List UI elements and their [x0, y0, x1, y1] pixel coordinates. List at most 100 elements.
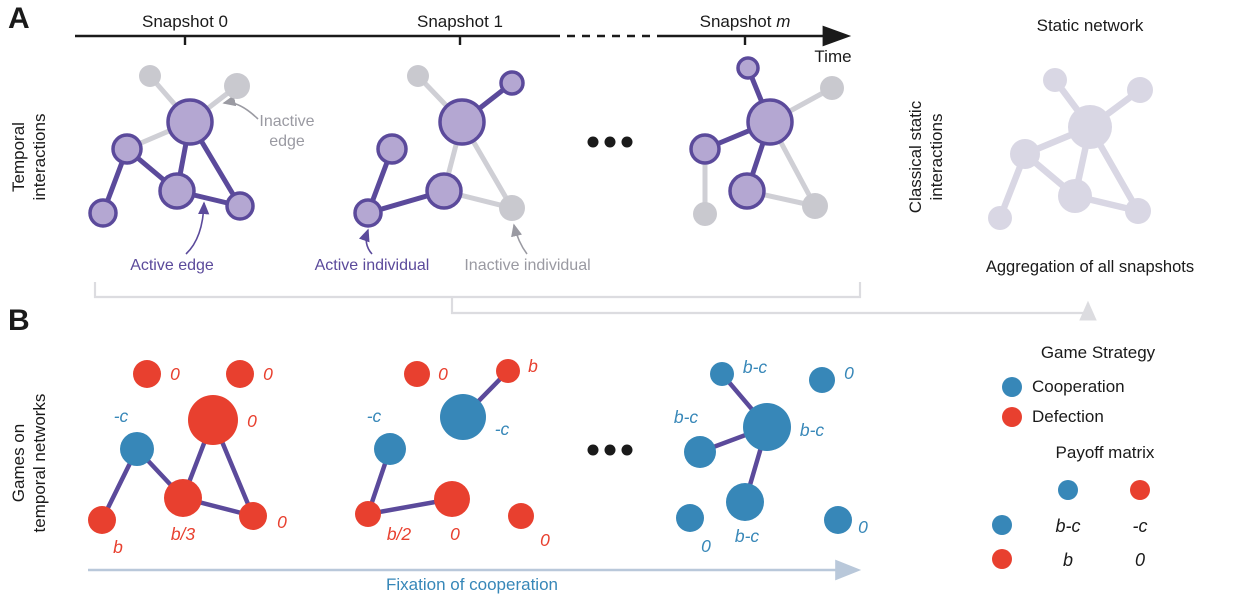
payoff-dd: 0	[1134, 550, 1145, 570]
payoff-col-coop-icon	[1058, 480, 1078, 500]
network-node-defect	[239, 502, 267, 530]
payoff-value-label: 0	[701, 536, 711, 556]
ellipsis-dot	[621, 444, 633, 456]
payoff-value-label: 0	[844, 363, 854, 383]
aggregation-caption: Aggregation of all snapshots	[985, 258, 1195, 276]
payoff-value-label: b	[528, 356, 538, 376]
ellipsis-dot	[587, 136, 599, 148]
inactive-individual-arrow	[511, 223, 528, 255]
network-node-active	[225, 191, 255, 221]
network-node-active	[166, 98, 214, 146]
panel-a-side-line2: interactions	[30, 113, 49, 201]
ellipsis-dot	[621, 136, 633, 148]
network-node-defect	[88, 506, 116, 534]
network-node-coop	[710, 362, 734, 386]
payoff-value-label: b-c	[674, 407, 699, 427]
network-node-coop	[684, 436, 716, 468]
payoff-value-label: 0	[170, 364, 180, 384]
active-individual-label: Active individual	[314, 257, 430, 274]
cooperation-label: Cooperation	[1032, 377, 1125, 396]
fixation-label: Fixation of cooperation	[386, 575, 558, 594]
ellipsis-a	[587, 136, 633, 148]
payoff-value-label: b-c	[743, 357, 768, 377]
network-b-snapshot1: 0 b -c -c 0 b/2 0	[355, 356, 550, 550]
network-node-active	[438, 98, 486, 146]
payoff-value-label: b-c	[735, 526, 760, 546]
panel-b-side-label: Games on temporal networks	[8, 338, 52, 588]
network-a-snapshot0	[88, 65, 255, 228]
network-node-static	[1068, 105, 1112, 149]
panel-a-label: A	[8, 2, 30, 35]
payoff-value-label: -c	[495, 419, 510, 439]
cooperation-dot-icon	[1002, 377, 1022, 397]
ellipsis-dot	[604, 444, 616, 456]
payoff-cc: b-c	[1055, 516, 1081, 536]
active-individual-arrow	[358, 228, 373, 255]
network-node-coop	[374, 433, 406, 465]
network-node-static	[1058, 179, 1092, 213]
payoff-value-label: 0	[858, 517, 868, 537]
network-node-inactive	[802, 193, 828, 219]
network-node-active	[499, 70, 525, 96]
network-node-active	[425, 172, 463, 210]
payoff-value-label: 0	[450, 524, 460, 544]
defection-dot-icon	[1002, 407, 1022, 427]
network-node-coop	[743, 403, 791, 451]
time-label: Time	[814, 47, 852, 66]
active-edge-label: Active edge	[130, 257, 214, 274]
network-node-active	[746, 98, 794, 146]
payoff-col-defect-icon	[1130, 480, 1150, 500]
payoff-value-label: 0	[540, 530, 550, 550]
network-node-defect	[404, 361, 430, 387]
payoff-value-label: 0	[277, 512, 287, 532]
network-node-static	[1010, 139, 1040, 169]
ellipsis-dot	[604, 136, 616, 148]
network-node-coop	[676, 504, 704, 532]
network-node-coop	[120, 432, 154, 466]
payoff-value-label: 0	[438, 364, 448, 384]
network-node-defect	[496, 359, 520, 383]
network-node-defect	[164, 479, 202, 517]
payoff-dc: b	[1062, 550, 1073, 570]
static-network-title: Static network	[1036, 16, 1144, 35]
network-node-inactive	[693, 202, 717, 226]
panel-b-side-line2: temporal networks	[30, 393, 49, 533]
snapshot-m-prefix: Snapshot	[699, 12, 777, 31]
timeline-axis	[75, 25, 852, 47]
network-node-defect	[434, 481, 470, 517]
network-a-snapshotm	[689, 56, 844, 226]
aggregation-brackets	[93, 282, 1097, 321]
inactive-individual-label: Inactive individual	[464, 257, 591, 274]
network-static	[988, 68, 1153, 230]
panel-b-side-line1: Games on	[9, 423, 28, 503]
network-node-coop	[440, 394, 486, 440]
payoff-cd: -c	[1132, 516, 1148, 536]
inactive-edge-arrow	[222, 95, 259, 120]
snapshot-m-var: m	[776, 12, 791, 31]
snapshot-1-label: Snapshot 1	[416, 12, 503, 31]
payoff-value-label: b/2	[387, 524, 412, 544]
game-strategy-title: Game Strategy	[1040, 343, 1156, 362]
payoff-matrix-title: Payoff matrix	[1055, 443, 1155, 462]
network-node-defect	[133, 360, 161, 388]
defection-label: Defection	[1032, 407, 1104, 426]
network-node-active	[111, 133, 143, 165]
active-edge-arrow	[185, 201, 210, 255]
network-node-defect	[188, 395, 238, 445]
payoff-value-label: 0	[263, 364, 273, 384]
network-node-static	[1125, 198, 1151, 224]
panel-a-side-label: Temporal interactions	[8, 32, 52, 282]
static-side-line1: Classical static	[906, 100, 925, 214]
payoff-value-label: -c	[367, 406, 382, 426]
aggregation-arrow	[450, 297, 1097, 321]
ellipsis-dot	[587, 444, 599, 456]
annotation-arrows	[185, 95, 528, 255]
payoff-row-defect-icon	[992, 549, 1012, 569]
network-node-inactive	[139, 65, 161, 87]
network-node-active	[353, 198, 383, 228]
network-node-static	[1127, 77, 1153, 103]
